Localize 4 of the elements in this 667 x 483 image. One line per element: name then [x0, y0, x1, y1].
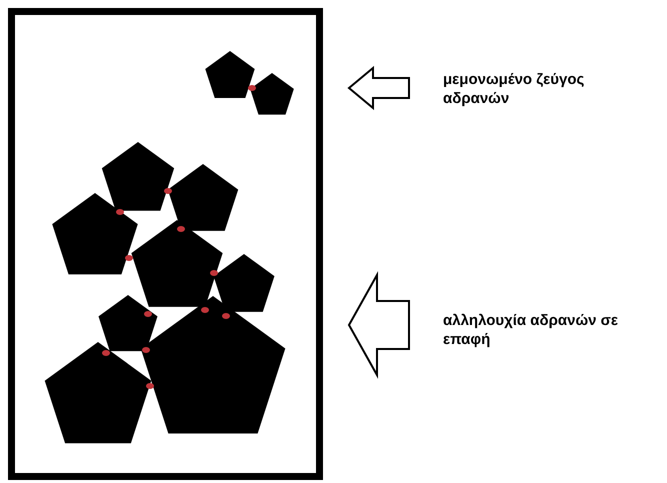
annotation-text: αλληλουχία αδρανών σε επαφή: [443, 311, 648, 349]
annotation-text: μεμονωμένο ζεύγος αδρανών: [443, 70, 633, 108]
hollow-arrow: [348, 271, 410, 379]
hollow-arrow: [347, 66, 410, 110]
